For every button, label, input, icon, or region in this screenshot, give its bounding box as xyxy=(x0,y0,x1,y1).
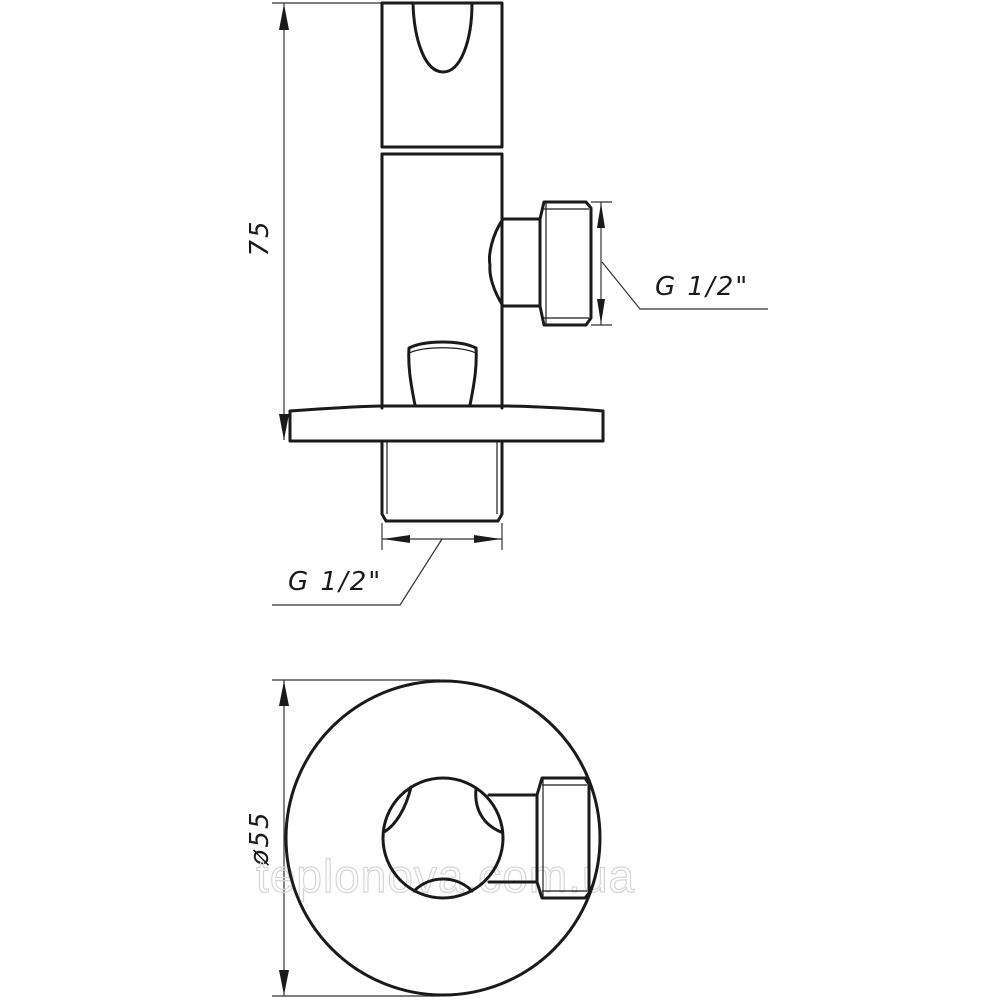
height-dimension xyxy=(272,2,382,440)
flange-circle xyxy=(284,679,602,997)
top-view: ø55 teplonova.com.ua xyxy=(245,679,635,997)
bottom-inlet-dimension xyxy=(272,523,503,606)
flange xyxy=(288,404,605,443)
bottom-inlet xyxy=(380,439,504,523)
bottom-inlet-thread-label: G 1/2" xyxy=(288,567,382,597)
height-dimension-label: 75 xyxy=(245,219,275,256)
handle-top xyxy=(381,776,505,900)
diameter-dimension-label: ø55 xyxy=(245,811,275,867)
side-outlet-thread-label: G 1/2" xyxy=(655,272,749,302)
diameter-dimension xyxy=(272,679,440,997)
side-view: 75 xyxy=(245,1,768,606)
side-outlet xyxy=(488,200,593,327)
side-outlet-dimension xyxy=(591,201,768,326)
top-side-outlet xyxy=(487,776,591,900)
watermark: teplonova.com.ua xyxy=(256,850,635,902)
valve-body xyxy=(380,1,504,410)
knob xyxy=(407,340,478,407)
